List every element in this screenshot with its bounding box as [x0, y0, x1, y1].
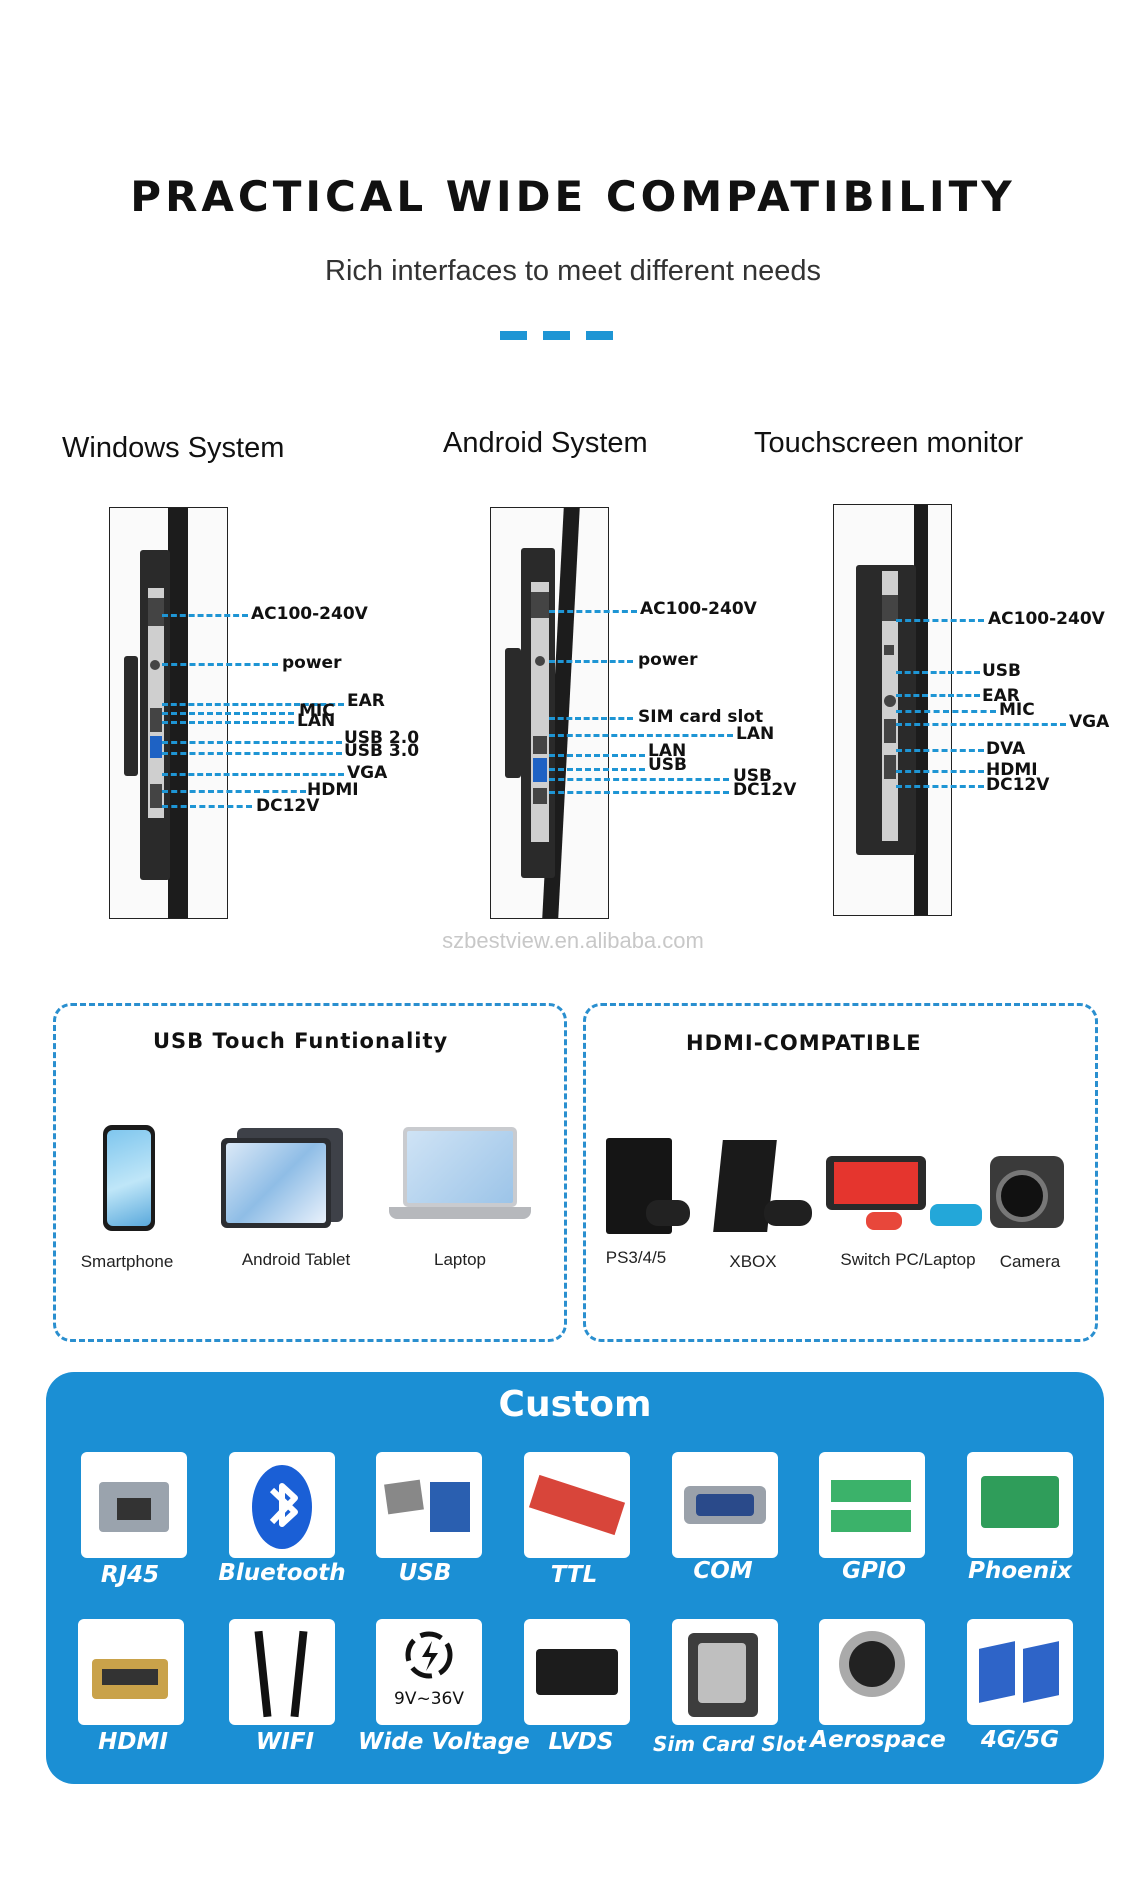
custom-label: TTL — [550, 1562, 598, 1588]
custom-label: HDMI — [98, 1729, 168, 1755]
accent-dash — [500, 331, 527, 340]
windows-system-label: Windows System — [62, 432, 285, 464]
android-system-label: Android System — [443, 427, 648, 459]
accent-dash — [543, 331, 570, 340]
joycon-red-image — [866, 1212, 902, 1230]
page-subtitle: Rich interfaces to meet different needs — [325, 255, 821, 287]
port-label: AC100-240V — [640, 599, 757, 619]
port-label: USB 3.0 — [344, 741, 420, 761]
android-panel-image — [490, 507, 609, 919]
phoenix-terminal-image — [967, 1452, 1073, 1558]
port-label: VGA — [347, 763, 388, 783]
custom-label: Aerospace — [810, 1727, 946, 1753]
custom-label: RJ45 — [100, 1562, 160, 1588]
device-caption: Switch PC/Laptop — [840, 1250, 976, 1269]
accent-dash — [586, 331, 613, 340]
com-port-image — [672, 1452, 778, 1558]
port-label: EAR — [982, 686, 1020, 706]
custom-label: GPIO — [842, 1558, 906, 1584]
port-label: USB — [982, 661, 1022, 681]
custom-label: Sim Card Slot — [653, 1732, 806, 1756]
page-title: PRACTICAL WIDE COMPATIBILITY — [130, 172, 1016, 221]
port-label: DC12V — [256, 796, 320, 816]
smartphone-image — [103, 1125, 155, 1231]
device-caption: XBOX — [729, 1252, 777, 1271]
port-label: LAN — [297, 711, 336, 731]
port-label: MIC — [299, 701, 335, 721]
port-label: EAR — [347, 691, 385, 711]
port-label: LAN — [648, 741, 687, 761]
port-label: power — [638, 650, 698, 670]
ttl-board-image — [524, 1452, 630, 1558]
laptop-image — [389, 1127, 531, 1227]
gpio-terminal-image — [819, 1452, 925, 1558]
port-label: power — [282, 653, 342, 673]
joycon-blue-image — [930, 1204, 982, 1226]
port-label: DC12V — [986, 775, 1050, 795]
port-label: USB — [733, 766, 773, 786]
aerospace-connector-image — [819, 1619, 925, 1725]
port-label: AC100-240V — [251, 604, 368, 624]
rj45-image — [81, 1452, 187, 1558]
port-label: USB 2.0 — [344, 728, 420, 748]
device-caption: Smartphone — [80, 1252, 174, 1271]
camera-image — [990, 1156, 1064, 1228]
custom-label: 4G/5G — [980, 1727, 1060, 1753]
device-caption: PS3/4/5 — [605, 1248, 667, 1267]
sim-tray-image — [672, 1619, 778, 1725]
custom-label: Wide Voltage — [358, 1729, 530, 1755]
custom-label: USB — [398, 1560, 452, 1586]
device-caption: Laptop — [434, 1250, 486, 1269]
watermark-text: szbestview.en.alibaba.com — [442, 928, 704, 953]
device-caption: Android Tablet — [241, 1250, 351, 1269]
controller-image — [764, 1200, 812, 1226]
custom-title: Custom — [498, 1384, 652, 1425]
hdmi-box — [583, 1003, 1098, 1342]
port-label: LAN — [736, 724, 775, 744]
custom-label: COM — [693, 1558, 753, 1584]
custom-label: LVDS — [548, 1729, 614, 1755]
port-label: HDMI — [986, 760, 1038, 780]
port-label: VGA — [1069, 712, 1110, 732]
port-label: DC12V — [733, 780, 797, 800]
port-label: HDMI — [307, 780, 359, 800]
4g5g-icon — [967, 1619, 1073, 1725]
port-label: SIM card slot — [638, 707, 764, 727]
controller-image — [646, 1200, 690, 1226]
device-caption: Camera — [999, 1252, 1061, 1271]
usb-port-image — [376, 1452, 482, 1558]
custom-label: WIFI — [255, 1729, 315, 1755]
touchscreen-monitor-label: Touchscreen monitor — [754, 427, 1024, 459]
wifi-antenna-image — [229, 1619, 335, 1725]
custom-label: Bluetooth — [218, 1560, 346, 1586]
switch-image — [826, 1156, 926, 1210]
custom-label: Phoenix — [968, 1558, 1072, 1584]
hdmi-title: HDMI-COMPATIBLE — [686, 1031, 922, 1055]
tablet-image — [221, 1128, 345, 1230]
usb-touch-box — [53, 1003, 567, 1342]
hdmi-connector-image — [78, 1619, 184, 1725]
lvds-connector-image — [524, 1619, 630, 1725]
port-label: MIC — [999, 700, 1035, 720]
usb-touch-title: USB Touch Funtionality — [153, 1029, 449, 1053]
wide-voltage-text: 9V~36V — [394, 1689, 464, 1709]
port-label: USB — [648, 755, 688, 775]
bluetooth-icon — [229, 1452, 335, 1558]
port-label: DVA — [986, 739, 1026, 759]
wide-voltage-icon: 9V~36V — [376, 1619, 482, 1725]
port-label: AC100-240V — [988, 609, 1105, 629]
